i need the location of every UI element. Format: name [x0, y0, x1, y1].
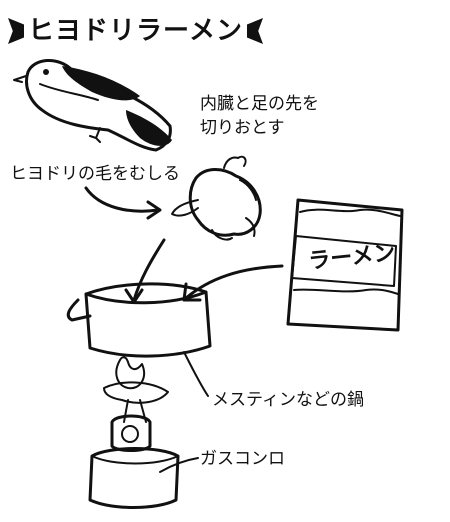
arrow-ramen-to-pot-icon [184, 264, 284, 300]
arrow-pluck-icon [84, 186, 160, 213]
label-cut-organs-line2: 切りおとす [200, 118, 285, 138]
leader-stove-icon [159, 457, 199, 473]
label-mess-tin: メスティンなどの鍋 [212, 390, 364, 410]
gas-stove-icon [88, 414, 180, 509]
arrow-bird-to-pot-icon [132, 238, 166, 302]
label-gas-stove: ガスコンロ [200, 449, 285, 469]
label-cut-organs-line1: 内臓と足の先を [200, 94, 319, 114]
bird-icon [13, 59, 172, 152]
title-text: ヒヨドリラーメン [28, 16, 243, 46]
label-cut-organs: 内臓と足の先を 切りおとす [200, 92, 319, 140]
title-bracket-left-icon [8, 18, 24, 44]
leader-mess-tin-icon [183, 351, 209, 397]
arrow-pluck-head-icon [146, 200, 162, 220]
page-title: ヒヨドリラーメン [8, 14, 308, 48]
flame-icon [103, 356, 169, 423]
label-pluck-feathers: ヒヨドリの毛をむしる [10, 164, 180, 184]
mess-tin-icon [66, 282, 212, 358]
ramen-package-icon [286, 198, 404, 332]
plucked-bird-icon [171, 155, 262, 241]
